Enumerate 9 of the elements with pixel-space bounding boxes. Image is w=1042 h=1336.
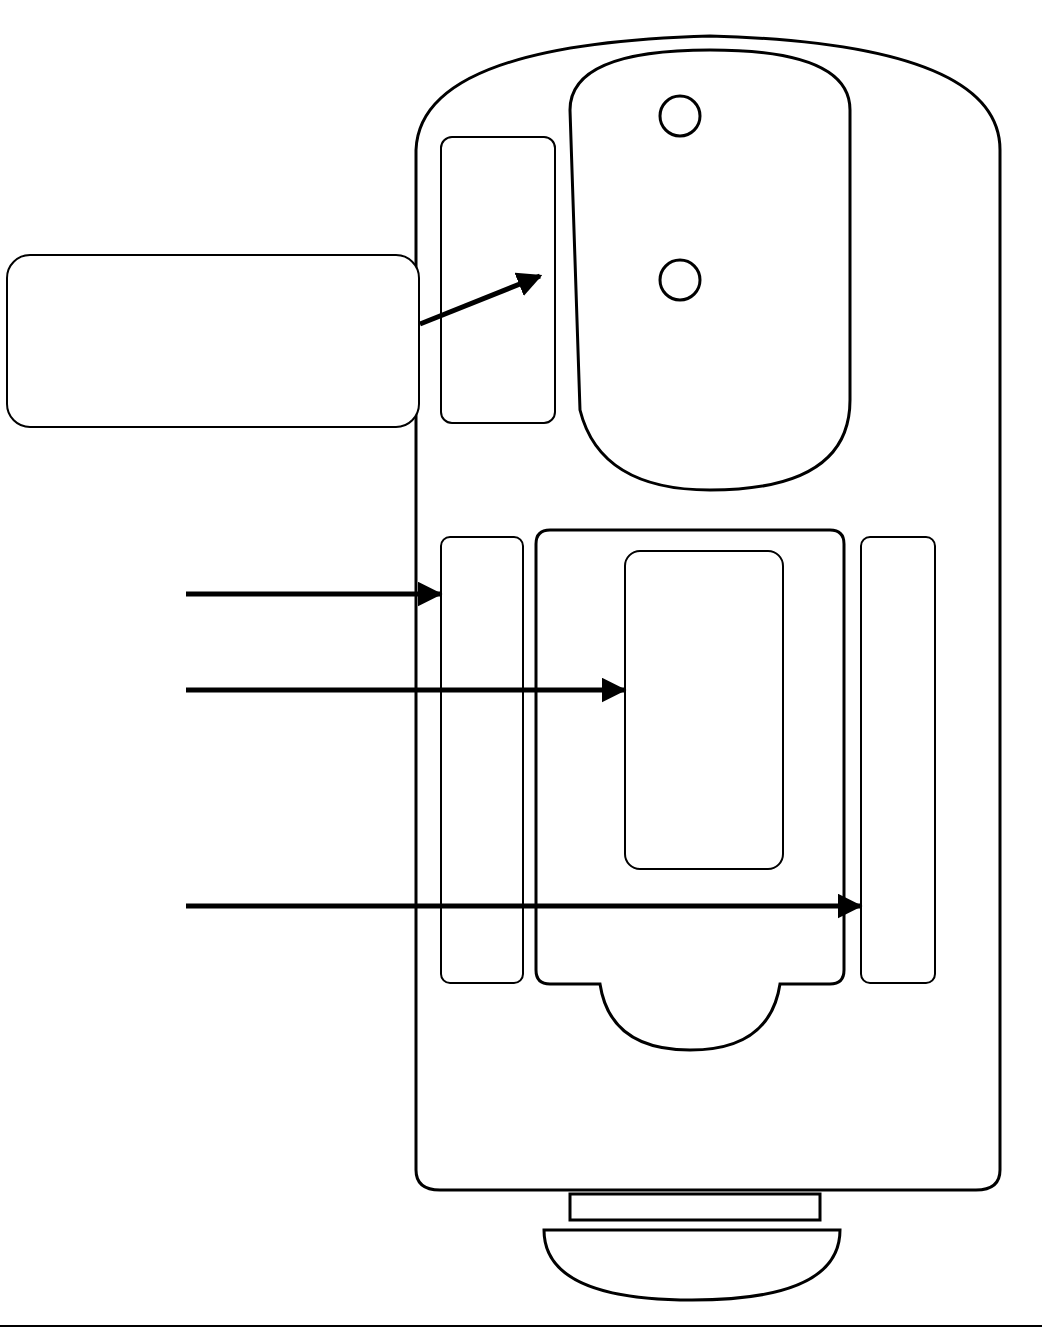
- arrow: [186, 893, 863, 919]
- label-sticker: [624, 550, 784, 870]
- side-panel: [440, 536, 524, 984]
- arrow: [419, 272, 543, 327]
- arrow: [186, 581, 443, 607]
- label-recess: [440, 136, 556, 424]
- arrow: [186, 677, 627, 703]
- side-panel: [860, 536, 936, 984]
- callout-box: [6, 254, 420, 428]
